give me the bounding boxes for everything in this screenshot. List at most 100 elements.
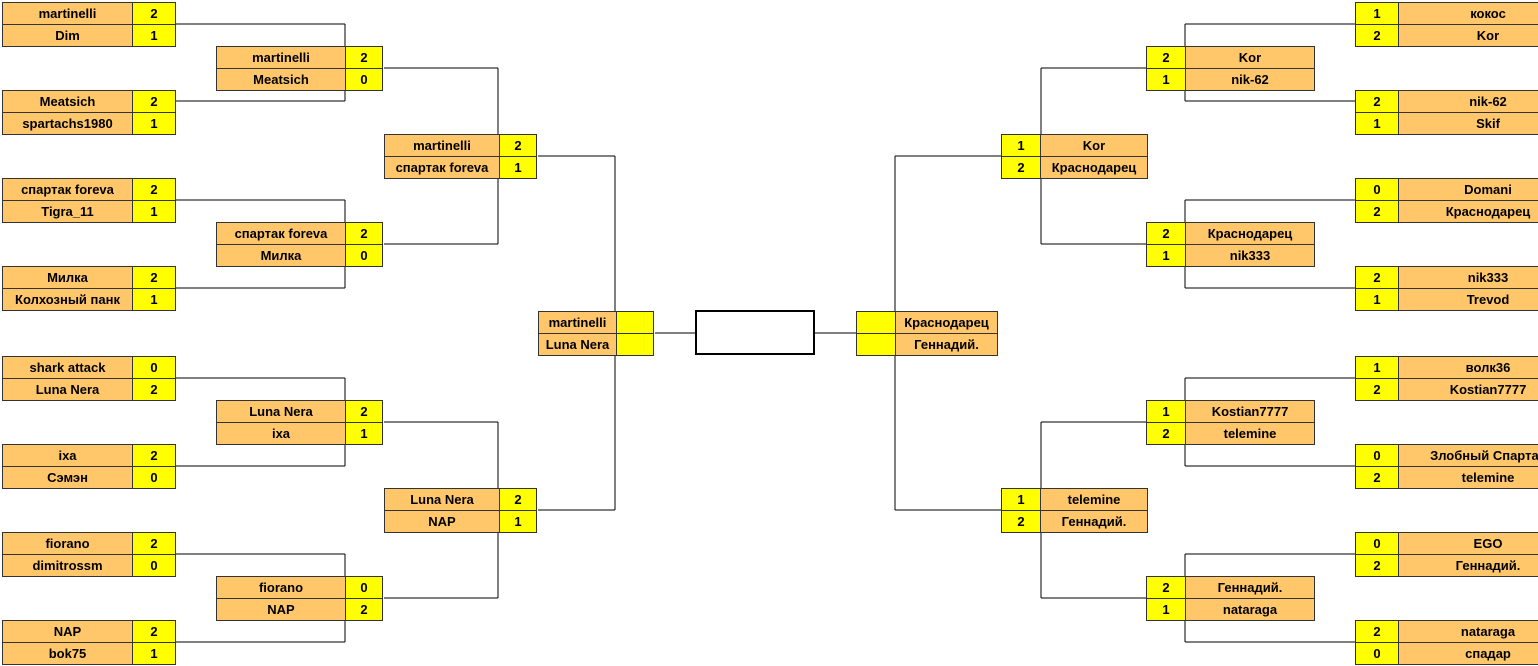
- player-name: Meatsich: [2, 90, 133, 113]
- player-score: 1: [132, 200, 176, 223]
- player-score: 2: [132, 532, 176, 555]
- player-score: 0: [345, 244, 383, 267]
- player-score: 2: [1355, 554, 1399, 577]
- player-score: 1: [132, 288, 176, 311]
- player-score: 2: [132, 444, 176, 467]
- player-score: 2: [132, 620, 176, 643]
- player-score: 0: [1355, 532, 1399, 555]
- player-score: 2: [1355, 266, 1399, 289]
- player-score: 2: [1355, 378, 1399, 401]
- player-score: 0: [345, 68, 383, 91]
- player-score: 2: [499, 488, 537, 511]
- player-score: 2: [1146, 422, 1186, 445]
- player-score: 2: [132, 378, 176, 401]
- player-score: 0: [345, 576, 383, 599]
- player-name: martinelli: [2, 2, 133, 25]
- player-name: Dim: [2, 24, 133, 47]
- player-name: Luna Nera: [2, 378, 133, 401]
- player-score: 1: [132, 112, 176, 135]
- player-score: 1: [499, 156, 537, 179]
- player-name: shark attack: [2, 356, 133, 379]
- player-score: 2: [1146, 46, 1186, 69]
- player-score: 1: [1146, 598, 1186, 621]
- player-name: Kor: [1185, 46, 1315, 69]
- player-name: Trevod: [1398, 288, 1538, 311]
- player-score: [616, 311, 654, 334]
- player-score: 2: [1355, 466, 1399, 489]
- player-score: [856, 333, 896, 356]
- player-score: 1: [1355, 2, 1399, 25]
- player-name: Колхозный панк: [2, 288, 133, 311]
- player-score: 2: [132, 266, 176, 289]
- player-name: EGO: [1398, 532, 1538, 555]
- player-score: 1: [1001, 488, 1041, 511]
- player-name: Kor: [1398, 24, 1538, 47]
- player-name: telemine: [1398, 466, 1538, 489]
- player-name: Милка: [2, 266, 133, 289]
- player-name: fiorano: [216, 576, 346, 599]
- player-name: nik-62: [1185, 68, 1315, 91]
- player-name: nik333: [1185, 244, 1315, 267]
- player-score: 0: [1355, 444, 1399, 467]
- player-name: fiorano: [2, 532, 133, 555]
- player-score: 2: [345, 46, 383, 69]
- player-name: ixa: [216, 422, 346, 445]
- player-name: Luna Nera: [216, 400, 346, 423]
- player-score: [856, 311, 896, 334]
- player-score: 1: [132, 24, 176, 47]
- player-name: Геннадий.: [1185, 576, 1315, 599]
- player-name: Геннадий.: [1040, 510, 1148, 533]
- player-name: Сэмэн: [2, 466, 133, 489]
- player-score: 2: [1355, 200, 1399, 223]
- player-name: Злобный Спартач: [1398, 444, 1538, 467]
- player-name: nataraga: [1398, 620, 1538, 643]
- player-score: 2: [1355, 620, 1399, 643]
- player-score: [616, 333, 654, 356]
- player-score: 1: [1001, 134, 1041, 157]
- player-name: Краснодарец: [1040, 156, 1148, 179]
- player-score: 2: [1146, 222, 1186, 245]
- player-score: 2: [132, 90, 176, 113]
- player-score: 0: [132, 554, 176, 577]
- player-score: 2: [1355, 24, 1399, 47]
- player-name: Геннадий.: [895, 333, 998, 356]
- player-score: 2: [1001, 510, 1041, 533]
- player-name: Tigra_11: [2, 200, 133, 223]
- player-score: 2: [499, 134, 537, 157]
- player-score: 1: [132, 642, 176, 665]
- player-name: NAP: [216, 598, 346, 621]
- player-score: 1: [1355, 356, 1399, 379]
- player-score: 1: [1146, 68, 1186, 91]
- player-name: Luna Nera: [538, 333, 617, 356]
- player-name: Краснодарец: [895, 311, 998, 334]
- player-name: spartachs1980: [2, 112, 133, 135]
- player-name: Kor: [1040, 134, 1148, 157]
- player-name: Kostian7777: [1398, 378, 1538, 401]
- player-score: 0: [1355, 178, 1399, 201]
- player-name: спадар: [1398, 642, 1538, 665]
- player-name: спартак foreva: [216, 222, 346, 245]
- player-name: спартак foreva: [2, 178, 133, 201]
- player-name: Краснодарец: [1398, 200, 1538, 223]
- player-score: 0: [132, 356, 176, 379]
- player-name: спартак foreva: [384, 156, 500, 179]
- player-score: 1: [345, 422, 383, 445]
- player-score: 2: [345, 598, 383, 621]
- player-score: 0: [1355, 642, 1399, 665]
- final-winner-box: [695, 310, 815, 355]
- player-name: Краснодарец: [1185, 222, 1315, 245]
- player-score: 2: [132, 2, 176, 25]
- player-score: 1: [1355, 288, 1399, 311]
- player-name: dimitrossm: [2, 554, 133, 577]
- player-score: 2: [345, 222, 383, 245]
- player-name: NAP: [384, 510, 500, 533]
- player-score: 1: [1355, 112, 1399, 135]
- player-score: 1: [1146, 244, 1186, 267]
- player-name: martinelli: [216, 46, 346, 69]
- player-name: кокос: [1398, 2, 1538, 25]
- player-name: волк36: [1398, 356, 1538, 379]
- player-name: nik333: [1398, 266, 1538, 289]
- player-score: 2: [1146, 576, 1186, 599]
- player-name: Domani: [1398, 178, 1538, 201]
